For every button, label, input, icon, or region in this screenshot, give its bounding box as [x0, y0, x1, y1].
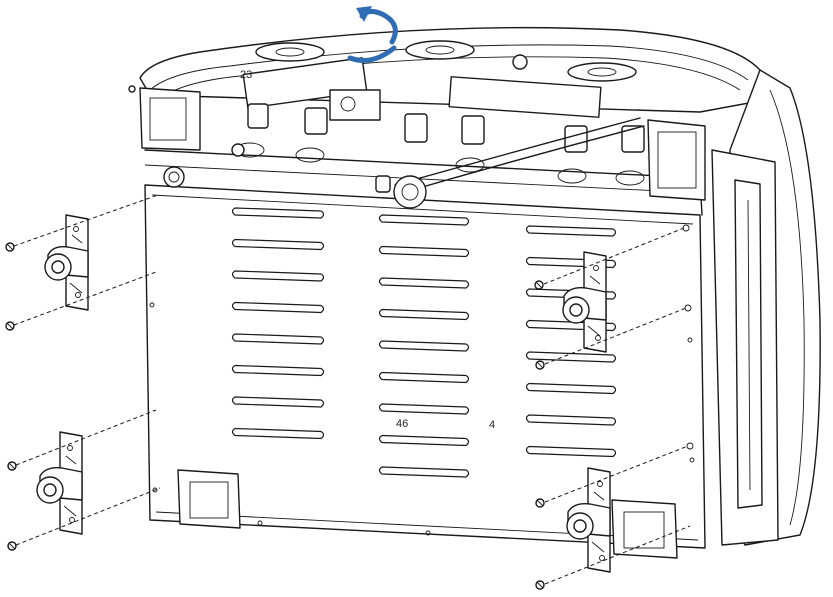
screw-icon	[535, 360, 545, 370]
louver-slot	[231, 396, 325, 408]
louver-slot	[378, 308, 470, 321]
louver-slot	[378, 245, 470, 258]
mounting-bracket-upper-left	[44, 214, 89, 311]
louver-slot	[525, 382, 617, 395]
louver-slot	[525, 445, 617, 458]
louver-slot	[231, 270, 325, 282]
screw-icon	[535, 580, 545, 590]
louver-slot	[525, 351, 617, 363]
callout-top: 23	[240, 69, 252, 81]
screw-set	[5, 85, 545, 590]
internal-components	[163, 57, 645, 209]
screw-icon	[5, 321, 15, 331]
foot-right	[611, 499, 678, 559]
panel-screw-holes	[149, 224, 695, 536]
screw-icon	[534, 280, 544, 290]
mounting-bracket-lower-right	[566, 467, 611, 573]
louver-slot	[378, 214, 470, 226]
foot-left	[177, 469, 241, 529]
louver-slot	[525, 414, 617, 426]
callout-panel-right: 4	[489, 419, 495, 431]
screw-icon	[128, 85, 136, 93]
louver-slot	[378, 466, 470, 478]
louver-slot	[231, 301, 325, 314]
louver-slot	[378, 371, 470, 384]
louver-slot	[525, 225, 617, 237]
alignment-lines	[13, 194, 691, 585]
curved-arrow-icon	[347, 6, 398, 63]
mounting-bracket-upper-right	[562, 251, 607, 353]
louver-slot	[231, 364, 325, 377]
louver-column-left	[231, 207, 325, 440]
louver-slot	[231, 333, 325, 345]
callout-panel-left: 46	[396, 418, 408, 430]
screw-icon	[5, 242, 15, 252]
screw-icon	[535, 498, 545, 508]
louver-slot	[378, 340, 470, 352]
louver-column-middle	[378, 214, 470, 478]
louver-slot	[231, 207, 325, 219]
screw-icon	[7, 541, 17, 551]
louver-slot	[378, 277, 470, 289]
mounting-bracket-lower-left	[36, 431, 83, 535]
louver-slot	[231, 238, 325, 251]
louver-slot	[378, 403, 470, 415]
louver-slot	[231, 427, 325, 440]
louver-slot	[378, 434, 470, 447]
screw-icon	[7, 461, 17, 471]
